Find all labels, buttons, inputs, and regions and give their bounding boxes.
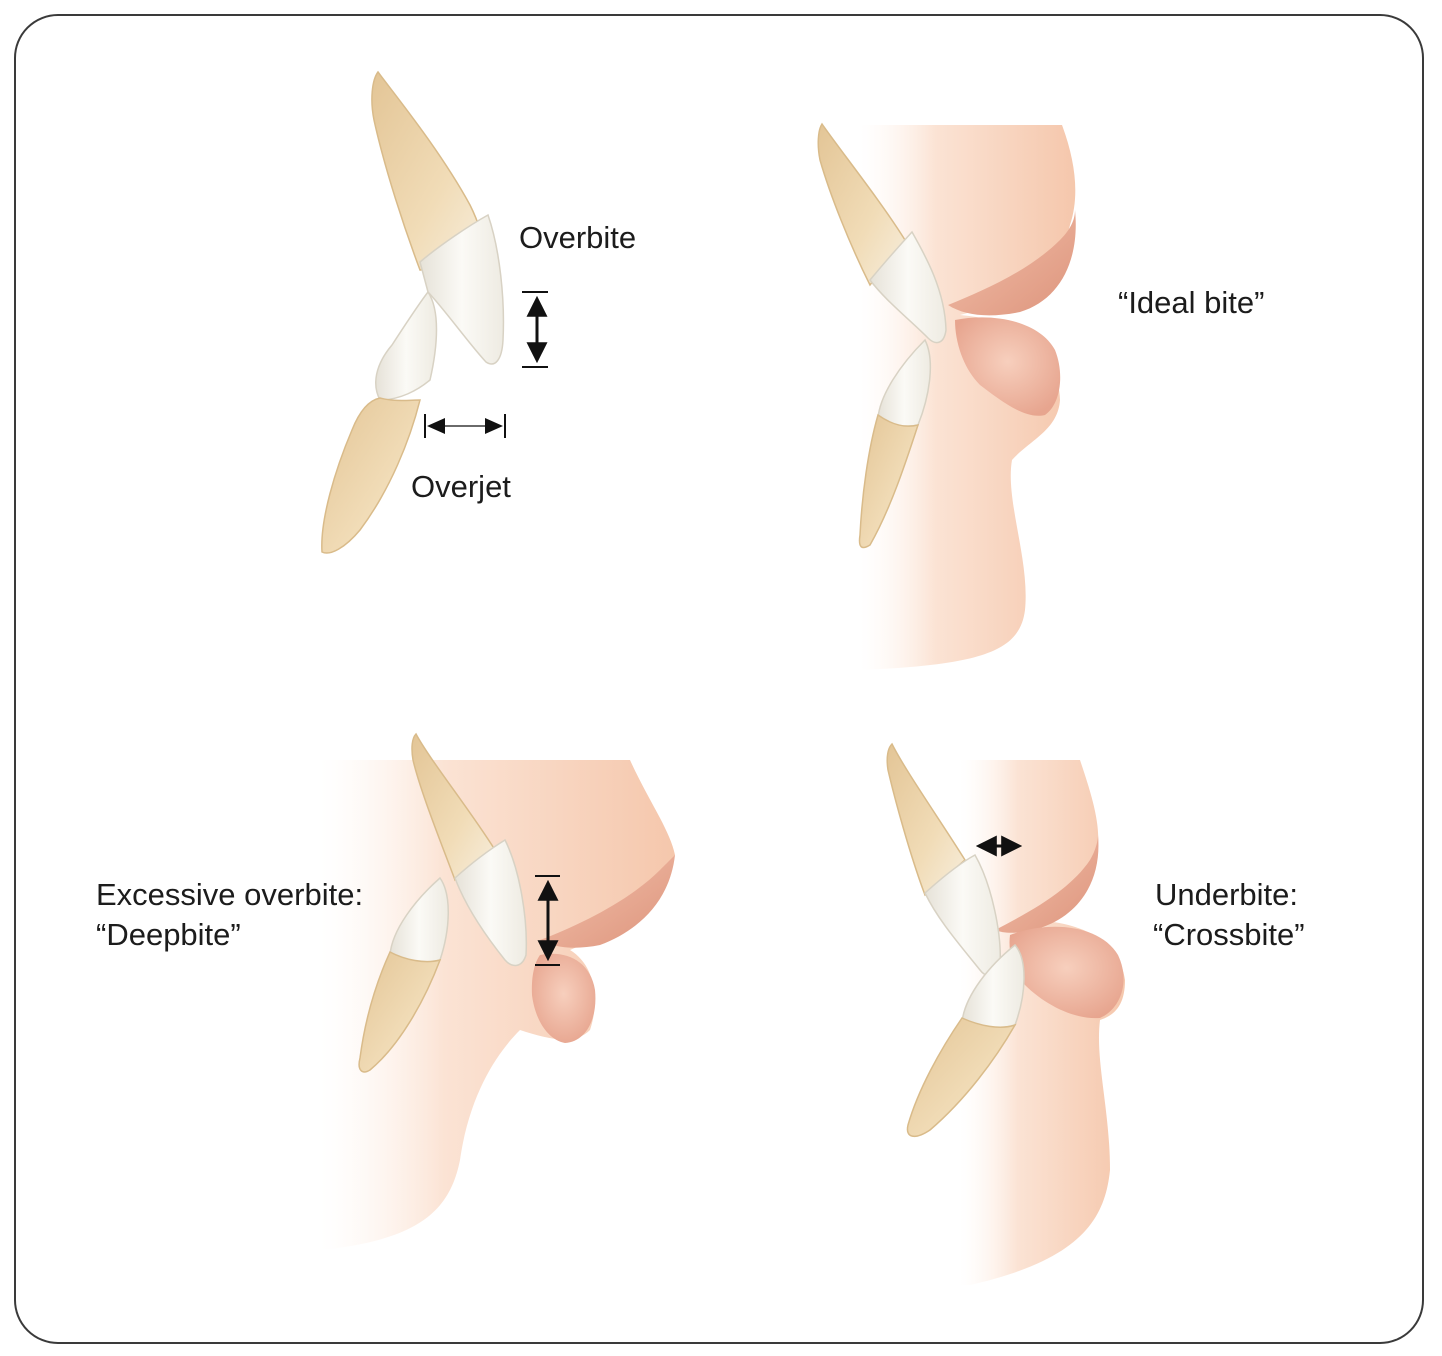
lower-lip [1009,926,1124,1019]
deepbite-label-line1: Excessive overbite: [96,877,364,912]
bottom-left-panel [320,732,675,1250]
upper-incisor [371,70,505,365]
underbite-label-line1: Underbite: [1155,877,1299,912]
face-profile [320,760,675,1250]
overbite-arrow [522,291,548,368]
top-right-panel [817,122,1076,670]
lower-incisor [321,290,438,554]
lower-incisor [858,338,932,549]
lower-incisor [358,876,449,1073]
overbite-label: Overbite [519,220,637,255]
deepbite-arrow [535,875,560,966]
bottom-right-panel [886,742,1125,1285]
upper-lip [948,210,1076,316]
upper-lip [995,835,1099,933]
figure-frame [14,14,1424,1344]
lower-lip [531,953,596,1043]
underbite-label-line2: “Crossbite” [1153,917,1305,952]
upper-incisor [817,122,947,344]
deepbite-label-line2: “Deepbite” [96,917,241,952]
lower-incisor [906,943,1025,1137]
upper-incisor [411,732,528,967]
upper-incisor [886,742,1002,977]
face-profile [960,760,1125,1285]
overjet-arrow [424,414,506,438]
overjet-label: Overjet [411,469,511,504]
ideal-bite-label: “Ideal bite” [1118,285,1265,320]
lower-lip [955,317,1061,416]
top-left-panel [321,70,548,554]
